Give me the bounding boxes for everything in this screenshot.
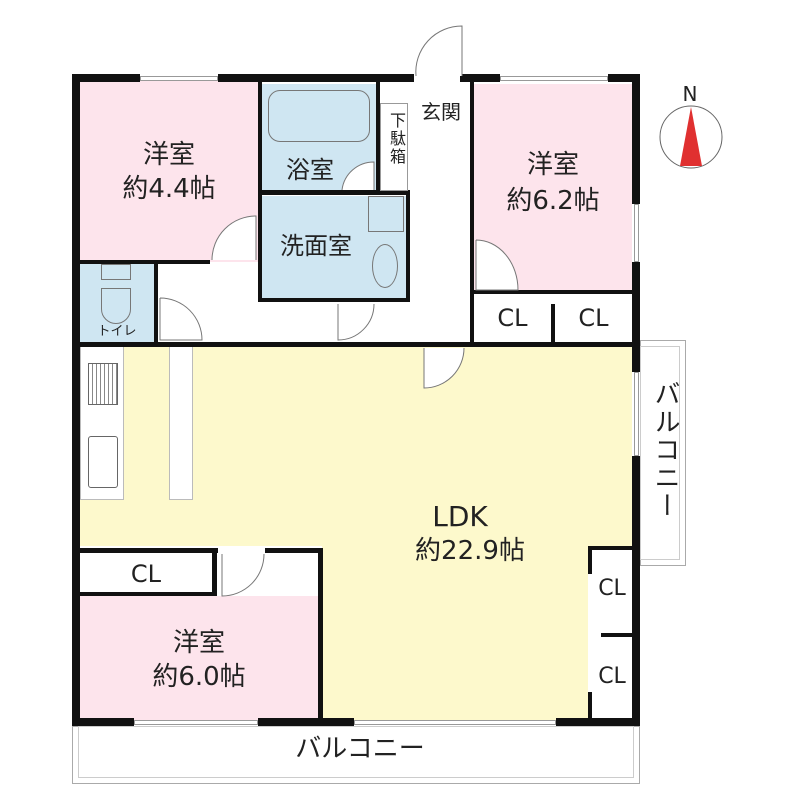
wall: [556, 718, 640, 726]
wall: [470, 82, 474, 346]
kitchen-island: [169, 346, 193, 500]
wall: [551, 304, 555, 344]
room-size: 約6.0帖: [152, 662, 246, 692]
wall: [218, 74, 414, 82]
door-icon: [211, 215, 257, 261]
balcony-label: バルコニー: [295, 734, 425, 764]
wall: [72, 548, 218, 553]
wall: [80, 592, 216, 596]
room-name: 洋室: [142, 140, 195, 170]
window: [634, 204, 639, 262]
washing-machine-icon: [368, 196, 404, 232]
balcony-south-inner: [78, 726, 634, 778]
room-name: 玄関: [421, 100, 461, 124]
balcony-east-inner: [640, 346, 680, 560]
wall: [318, 548, 323, 722]
wall: [632, 456, 640, 726]
wall: [72, 74, 80, 726]
toilet-tank-icon: [101, 264, 131, 280]
room-name: 洗面室: [280, 232, 352, 260]
wall: [608, 74, 640, 82]
door-icon: [159, 297, 203, 341]
wall: [460, 74, 500, 82]
wall: [588, 546, 592, 574]
wall: [376, 82, 380, 194]
window: [500, 76, 608, 81]
wall: [72, 718, 134, 726]
wall: [262, 190, 408, 195]
wash-basin-icon: [372, 244, 398, 288]
bathtub-icon: [268, 90, 370, 142]
room-name: 浴室: [286, 156, 334, 184]
door-icon: [341, 161, 375, 191]
wall: [72, 74, 140, 82]
window: [354, 720, 556, 725]
room-name: 洋室: [526, 150, 579, 180]
compass-north-label: N: [682, 82, 698, 106]
ldk: [80, 346, 632, 546]
sink-icon: [88, 436, 118, 488]
wall: [154, 264, 158, 344]
wall: [80, 342, 636, 347]
toilet-icon: [101, 288, 131, 324]
room-size: 約6.2帖: [506, 186, 600, 216]
closet-sw-area: [80, 552, 212, 594]
ldk-lower: [322, 546, 588, 720]
wall: [265, 548, 323, 553]
window: [140, 76, 218, 81]
wall: [258, 82, 262, 302]
stove-icon: [88, 363, 118, 405]
wall: [258, 298, 410, 302]
door-icon: [423, 347, 465, 389]
window: [134, 720, 258, 725]
room-name: 下駄箱: [387, 112, 406, 166]
closet-label: CL: [598, 664, 626, 689]
balcony-label: バルコニー: [650, 380, 680, 520]
closet-label: CL: [497, 304, 528, 332]
wall: [601, 633, 632, 637]
wall: [588, 546, 632, 550]
room-size: 約22.9帖: [415, 536, 525, 566]
wall: [80, 260, 210, 264]
door-icon: [475, 239, 519, 291]
room-name: LDK: [432, 500, 488, 533]
wall: [632, 74, 640, 204]
door-icon: [221, 553, 265, 597]
balcony-east: [640, 340, 686, 566]
room-name: 洋室: [172, 628, 225, 658]
door-icon: [337, 303, 375, 341]
wall: [212, 550, 217, 596]
wall: [474, 290, 632, 294]
wall: [258, 718, 354, 726]
window: [634, 372, 639, 456]
western-room-sw: [80, 596, 318, 720]
room-size: 約4.4帖: [122, 174, 216, 204]
compass-icon: [659, 105, 723, 169]
shoe-box: [380, 103, 408, 191]
wall: [588, 692, 592, 722]
wall: [406, 190, 410, 302]
door-entrance-icon: [415, 25, 463, 77]
closet-label: CL: [130, 560, 162, 588]
room-name: トイレ: [97, 324, 137, 339]
closet-label: CL: [578, 304, 609, 332]
wall: [632, 262, 640, 372]
closet-label: CL: [598, 576, 626, 601]
